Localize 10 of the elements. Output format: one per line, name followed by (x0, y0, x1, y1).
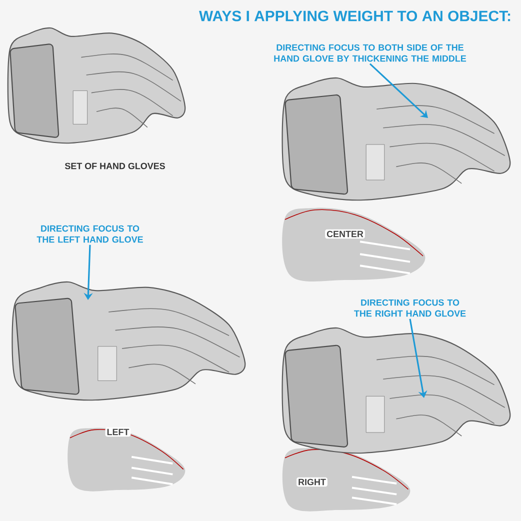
glove-drawing (12, 281, 246, 401)
annotation-text: DIRECTING FOCUS TO THE RIGHT HAND GLOVE (354, 299, 466, 317)
arrow (369, 63, 428, 118)
annotation-text: DIRECTING FOCUS TO BOTH SIDE OF THE HAND GLOVE BY THICKENING THE MIDDLE (274, 44, 466, 62)
arrow (409, 318, 428, 398)
glove-drawing (282, 327, 511, 454)
glove-drawing (282, 77, 511, 201)
annotation-text: DIRECTING FOCUS TO THE LEFT HAND GLOVE (36, 225, 143, 243)
caption-text: SET OF HAND GLOVES (64, 162, 165, 170)
title: WAYS I APPLYING WEIGHT TO AN OBJECT: (199, 10, 510, 22)
